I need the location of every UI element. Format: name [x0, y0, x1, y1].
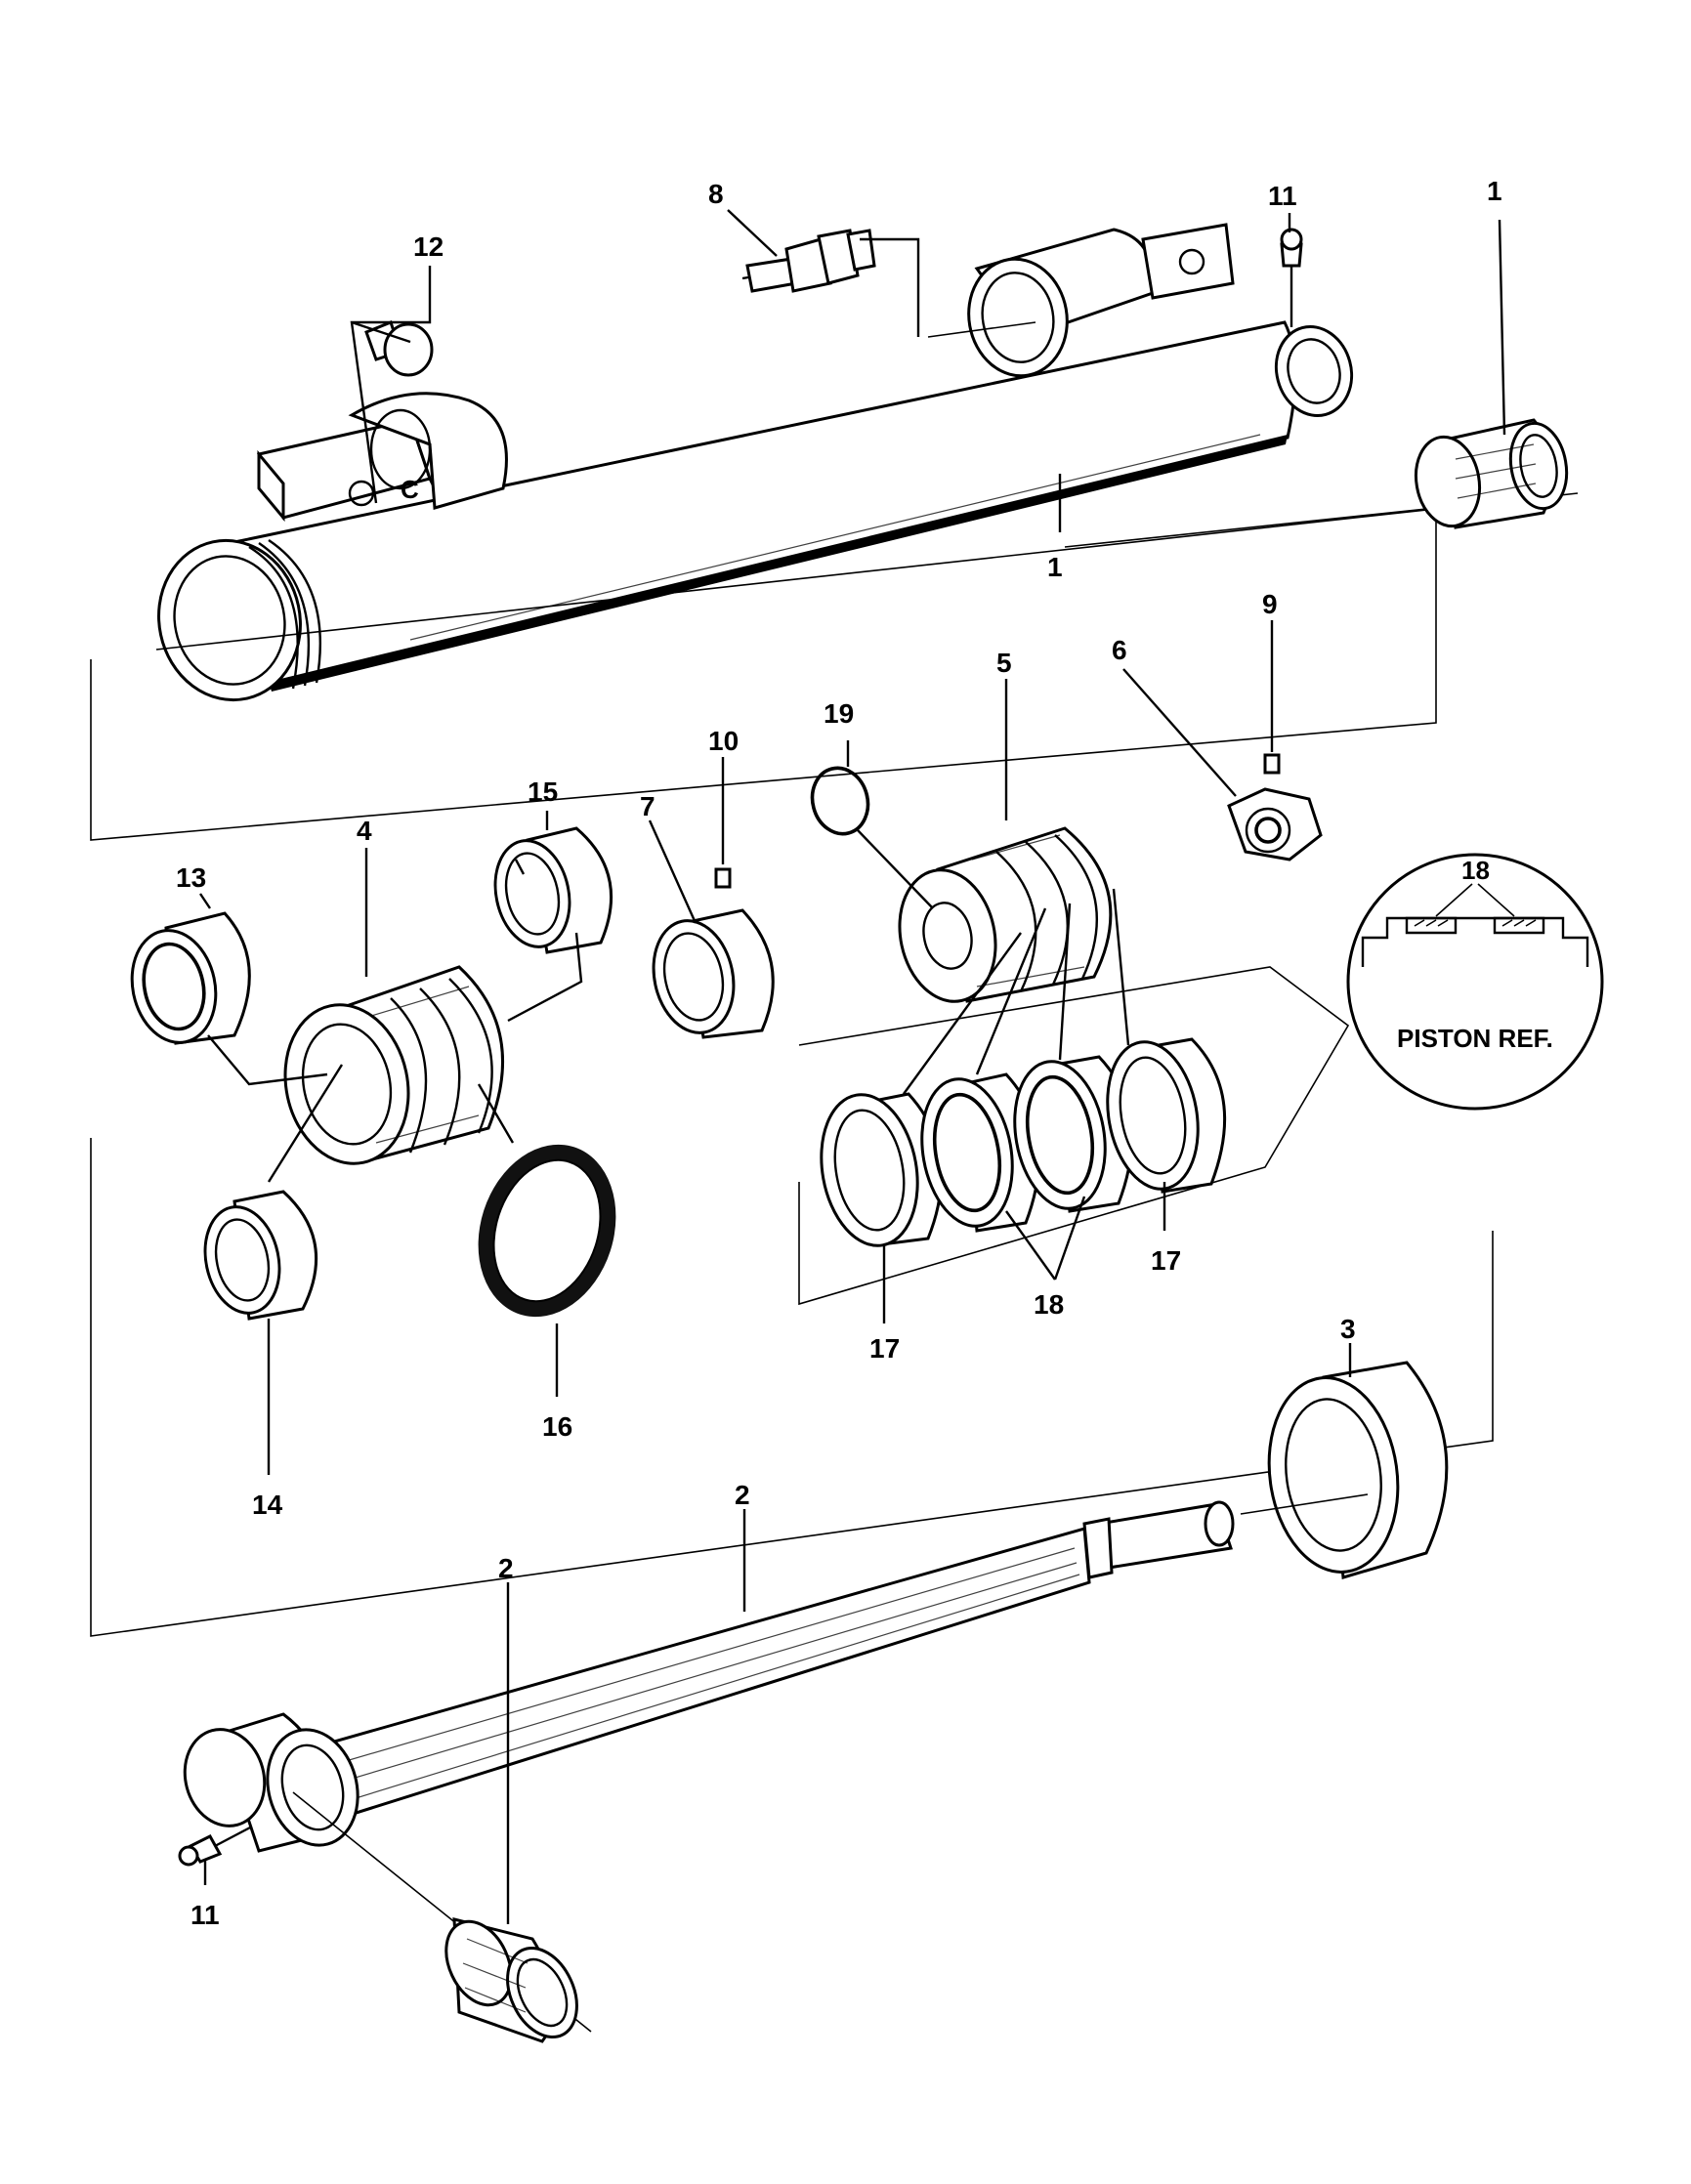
bearing-ring: [493, 826, 613, 954]
set-screw-9: [1263, 753, 1281, 775]
callout-17-left: 17: [869, 1333, 900, 1364]
grease-fitting-rod: [178, 1825, 253, 1867]
callout-4: 4: [357, 816, 372, 846]
callout-11-rod: 11: [190, 1900, 220, 1930]
barrel-group-outline: [90, 507, 1437, 841]
wear-ring-left: [820, 1092, 944, 1247]
barrel-mark: C: [401, 475, 419, 504]
callout-3: 3: [1340, 1314, 1356, 1344]
callout-7: 7: [640, 791, 655, 821]
inset-caption: PISTON REF.: [1397, 1024, 1553, 1053]
callout-11-barrel: 11: [1268, 181, 1297, 211]
leader-lines: [199, 209, 1506, 1924]
gland-nut: [1267, 1361, 1449, 1579]
callout-19: 19: [824, 698, 854, 729]
callout-8: 8: [708, 179, 724, 209]
callout-labels: 1 1 2 2 3 4 5 6 7 8 9 10 11 11 12 13 14 …: [176, 176, 1502, 1930]
callout-5: 5: [996, 648, 1012, 678]
port-axis-line: [927, 321, 1036, 338]
nut-axis-line: [1240, 1493, 1369, 1515]
callout-12: 12: [413, 231, 444, 262]
callout-15: 15: [528, 777, 558, 807]
callout-1-barrel: 1: [1047, 552, 1063, 582]
callout-10: 10: [708, 726, 739, 756]
o-ring-gland: [478, 1144, 616, 1318]
piston-nut: [1227, 787, 1323, 861]
barrel-axis-line: [155, 492, 1579, 651]
piston-rod: [183, 1500, 1235, 1853]
callout-17-right: 17: [1151, 1245, 1181, 1276]
callout-9: 9: [1262, 589, 1278, 619]
rod-bushing: [444, 1917, 578, 2043]
callout-13: 13: [176, 862, 206, 893]
callout-2-rod: 2: [735, 1480, 750, 1510]
set-screw-10: [714, 867, 732, 889]
callout-6: 6: [1112, 635, 1127, 665]
wiper-seal: [130, 911, 251, 1045]
callout-18: 18: [1034, 1289, 1064, 1320]
callout-14: 14: [252, 1490, 283, 1520]
valve: [741, 229, 876, 293]
cylinder-bushing: [1414, 418, 1569, 529]
piston-ref-inset: 18 PISTON REF.: [1346, 853, 1604, 1111]
gland-group-outline: [90, 1138, 1494, 1637]
cylinder-barrel: C: [157, 223, 1354, 702]
inset-callout-label: 18: [1461, 856, 1490, 885]
gland: [283, 965, 505, 1165]
callout-2-bushing: 2: [498, 1553, 514, 1583]
spacer-collar: [652, 908, 775, 1039]
piston-seal-group-outline: [798, 966, 1350, 1306]
o-ring-piston: [810, 766, 870, 836]
grease-fitting-barrel: [1280, 228, 1303, 327]
callout-16: 16: [542, 1411, 572, 1442]
callout-1-bushing: 1: [1487, 176, 1502, 206]
rod-seal: [203, 1190, 318, 1321]
piston: [898, 826, 1113, 1003]
